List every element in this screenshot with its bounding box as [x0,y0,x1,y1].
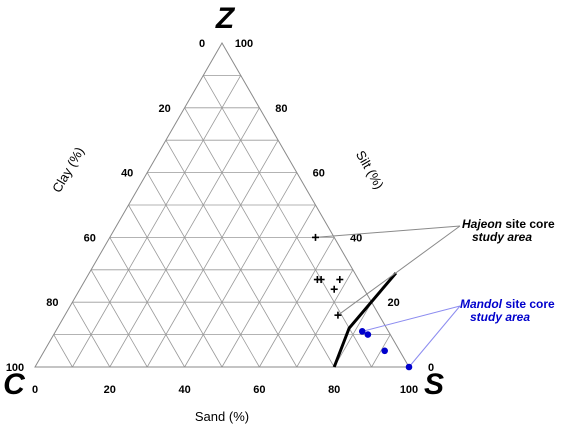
grid-line-clay [165,140,298,368]
boundary-line [332,272,398,368]
data-point-dot [381,347,388,355]
clay-tick-label: 20 [158,103,170,115]
silt-tick-label: 20 [387,297,399,309]
sand-axis-label: Sand (%) [195,409,249,424]
grid-line-sand [221,204,316,368]
grid-line-sand [333,302,372,368]
sand-tick-label: 20 [104,384,116,396]
silt-tick-label: 80 [275,103,287,115]
grid-line-clay [109,237,185,368]
annotation-connector [408,305,461,368]
grid-line-clay [202,75,372,368]
silt-tick-label: 40 [350,232,362,244]
annotation-label-line2: study area [470,310,530,324]
annotation-site-suffix: site core [502,297,555,311]
annotation-site-suffix: site core [502,217,555,231]
grid-line-clay [72,302,111,368]
vertex-label-right: S [424,368,444,401]
grid-line-sand [146,140,279,368]
clay-tick-label: 40 [121,168,133,180]
data-point-dot [358,328,366,335]
annotation-connector [362,305,461,332]
annotation-label: Mandol site core [460,297,555,311]
grid-line-clay [90,269,148,368]
silt-tick-label: 60 [313,168,325,180]
clay-tick-label: 100 [6,362,24,374]
annotation-connector [315,225,461,238]
annotation-label: Hajeon site core [462,217,555,231]
silt-tick-label: 0 [428,362,434,374]
vertex-label-left: C [3,368,26,401]
data-point-dot [364,331,372,338]
data-point-plus [312,233,319,241]
silt-tick-label: 100 [235,38,253,50]
sand-tick-label: 100 [400,384,418,396]
annotation-site-name: Mandol [460,297,503,311]
annotation-connector [337,225,461,316]
grid-line-sand [371,334,391,368]
clay-tick-label: 0 [199,38,205,50]
grid-line-sand [296,269,354,368]
sand-tick-label: 0 [32,384,38,396]
data-point-plus [330,285,338,293]
data-point-dot [405,363,413,371]
data-point-plus [317,276,325,284]
grid-line-sand [72,75,242,368]
clay-axis-label: Clay (%) [49,144,87,195]
data-point-plus [334,311,342,319]
sand-tick-label: 60 [253,384,265,396]
annotation-site-name: Hajeon [462,217,502,231]
sand-tick-label: 40 [178,384,190,396]
vertex-label-top: Z [215,2,236,35]
silt-axis-label: Silt (%) [353,148,387,192]
clay-tick-label: 80 [46,297,58,309]
data-point-plus [336,276,344,284]
grid-line-clay [53,334,73,368]
triangle-outline [34,41,410,368]
clay-tick-label: 60 [84,232,96,244]
grid-line-clay [128,204,223,368]
sand-tick-label: 80 [328,384,340,396]
annotation-label-line2: study area [472,230,532,244]
grid-line-sand [259,237,335,368]
